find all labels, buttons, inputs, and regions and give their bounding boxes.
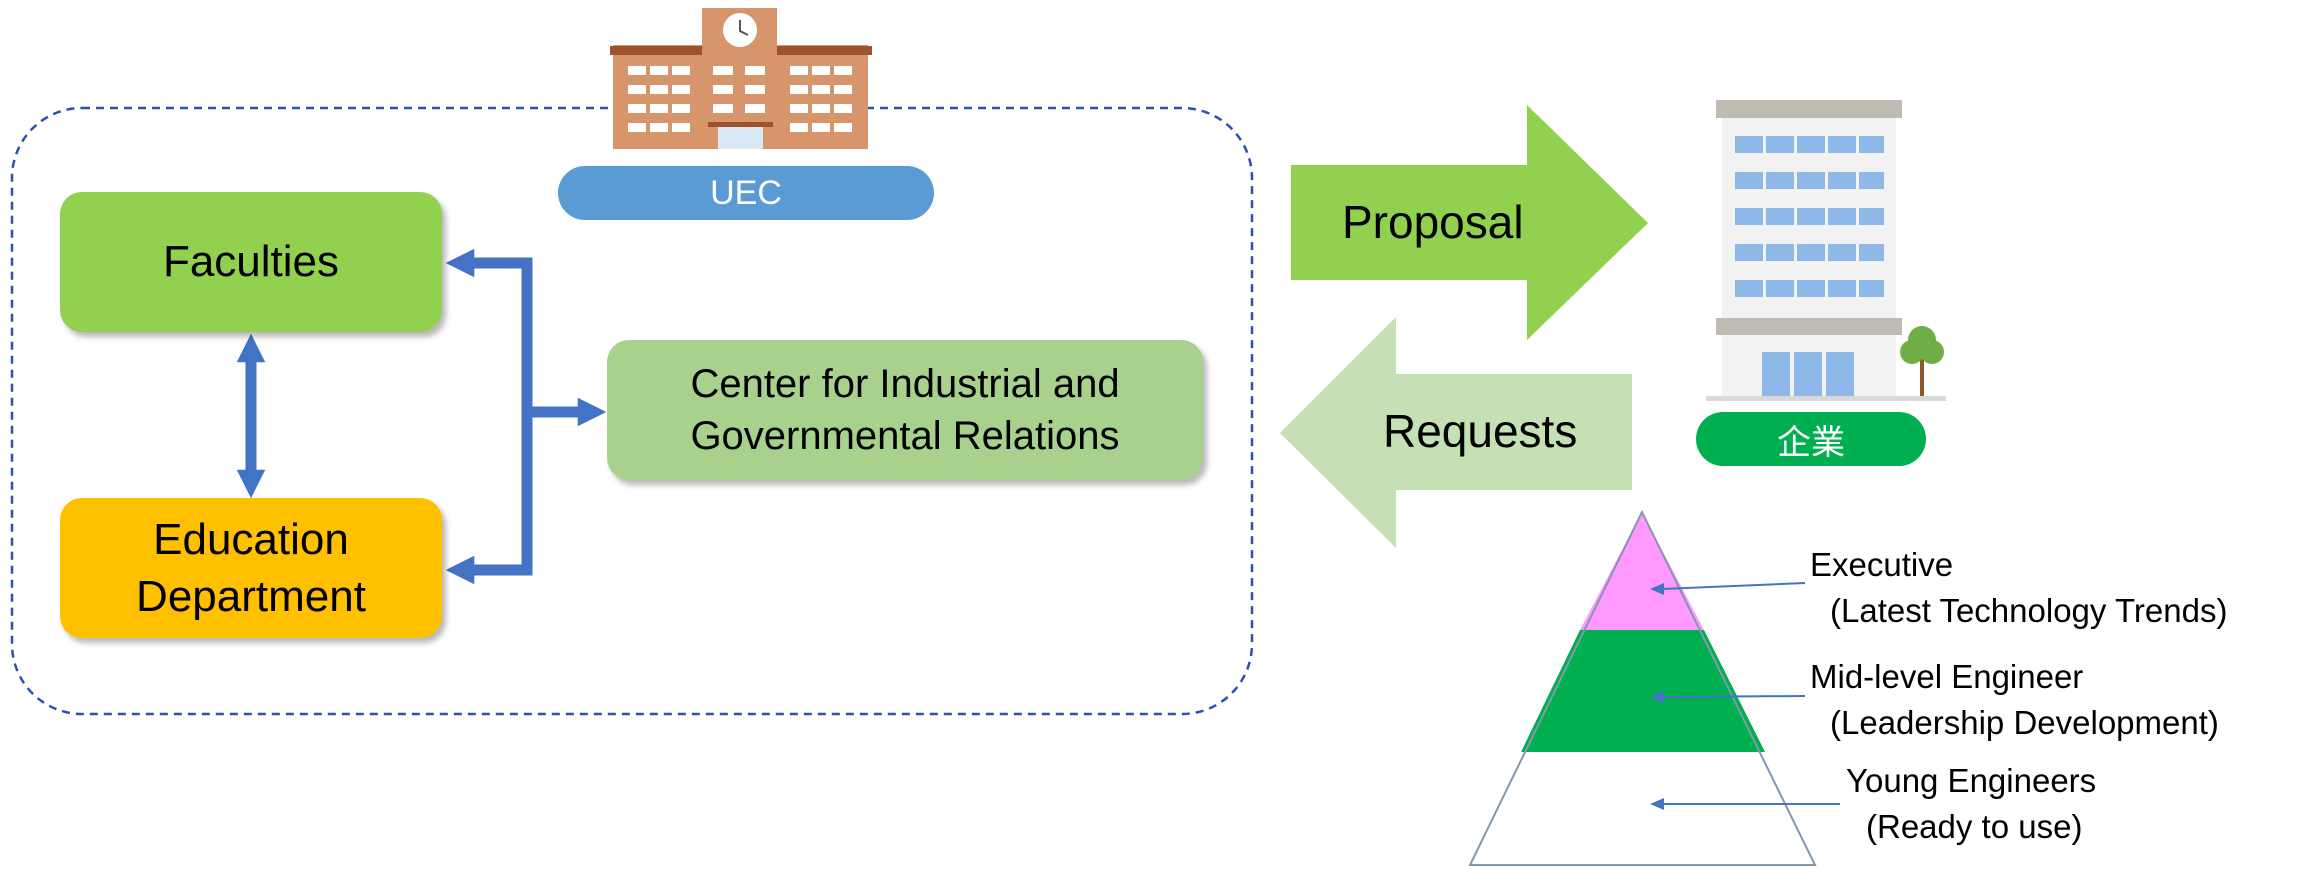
tier-subtitle-young: (Ready to use): [1866, 807, 2083, 845]
requests-arrow: [1280, 317, 1632, 548]
tier-subtitle-mid-level: (Leadership Development): [1830, 703, 2219, 741]
company-label-pill: 企業: [1696, 412, 1926, 466]
faculties-label: Faculties: [162, 237, 340, 287]
uec-label-pill: UEC: [558, 166, 934, 220]
tier-label-executive: Executive (Latest Technology Trends): [1810, 542, 2227, 633]
requests-label: Requests: [1383, 405, 1578, 457]
tier-label-young: Young Engineers (Ready to use): [1846, 758, 2096, 849]
pyramid-tier-young: [1470, 752, 1815, 865]
tier-label-mid-level: Mid-level Engineer (Leadership Developme…: [1810, 654, 2219, 745]
center-label-line1: Center for Industrial and: [690, 362, 1120, 406]
school-building-icon: [610, 8, 872, 149]
office-building-icon: [1706, 100, 1946, 401]
tier-subtitle-executive: (Latest Technology Trends): [1830, 591, 2228, 629]
education-department-box: Education Department: [60, 498, 442, 638]
center-label-line2: Governmental Relations: [690, 414, 1120, 458]
center-box: Center for Industrial and Governmental R…: [607, 340, 1203, 480]
pyramid-tier-executive: [1580, 512, 1704, 630]
tier-pointers: [1650, 582, 1840, 810]
company-label: 企業: [1777, 423, 1845, 462]
pyramid: [1468, 509, 1817, 866]
proposal-label: Proposal: [1342, 196, 1524, 248]
tier-title-executive: Executive: [1810, 546, 1954, 583]
education-department-label: Education Department: [136, 514, 366, 621]
center-to-education-connector: [445, 412, 533, 585]
tier-title-young: Young Engineers: [1846, 762, 2097, 799]
faculties-box: Faculties: [60, 192, 442, 332]
pyramid-outline: [1468, 509, 1817, 866]
center-to-faculties-connector: [445, 248, 533, 412]
pyramid-tier-mid: [1521, 630, 1765, 752]
connectors: [236, 248, 607, 585]
uec-label: UEC: [710, 173, 782, 212]
tier-title-mid-level: Mid-level Engineer: [1810, 658, 2084, 695]
proposal-arrow: [1291, 105, 1648, 340]
